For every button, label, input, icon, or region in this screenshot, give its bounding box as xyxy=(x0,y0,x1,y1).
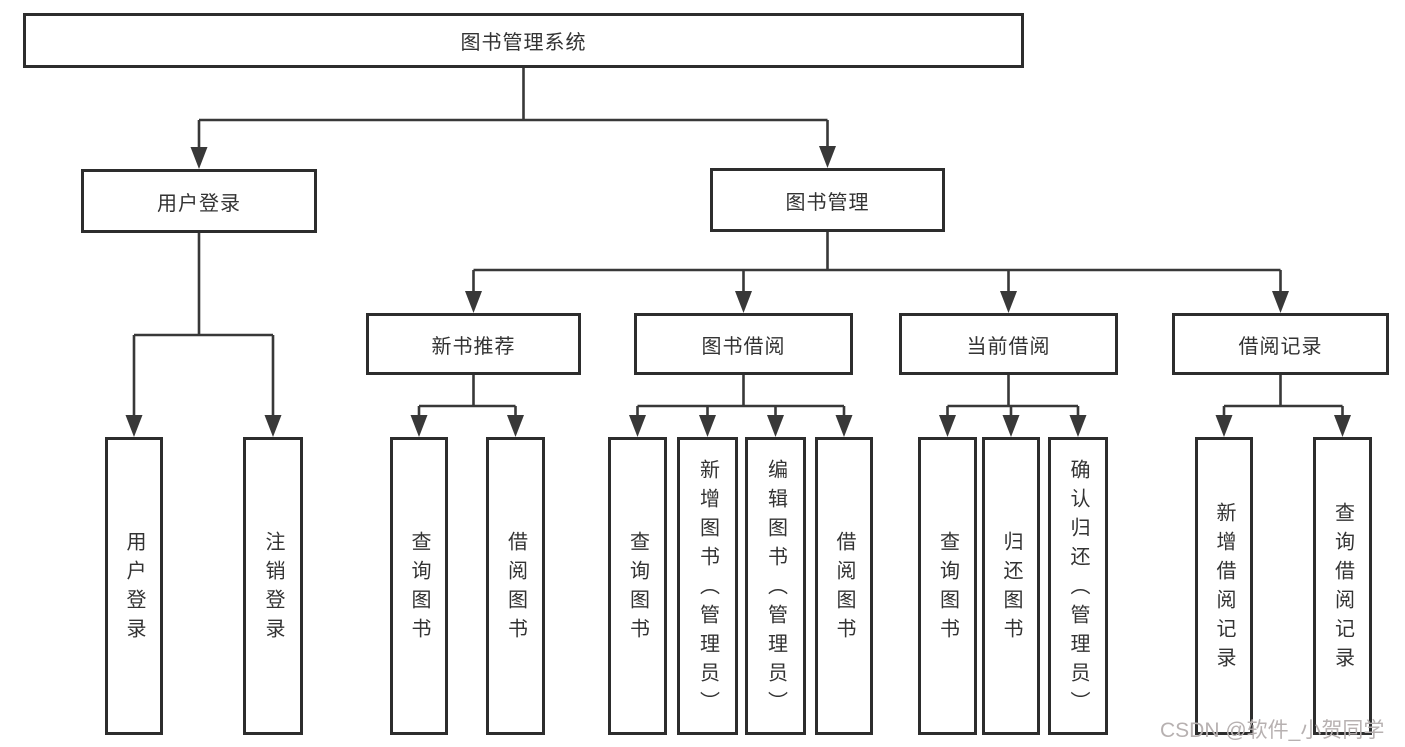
node-new-book-recommend: 新书推荐 xyxy=(366,313,581,375)
leaf-confirm-return-admin: 确认归还（管理员） xyxy=(1048,437,1108,735)
leaf-query-books: 查询图书 xyxy=(918,437,977,735)
connector-book-borrow xyxy=(629,375,853,437)
leaf-add-books-admin: 新增图书（管理员） xyxy=(677,437,738,735)
leaf-user-login: 用户登录 xyxy=(105,437,163,735)
node-book-mgmt: 图书管理 xyxy=(710,168,945,232)
leaf-query-books: 查询图书 xyxy=(390,437,448,735)
node-borrow-records: 借阅记录 xyxy=(1172,313,1389,375)
leaf-edit-books-admin: 编辑图书（管理员） xyxy=(745,437,806,735)
leaf-return-books: 归还图书 xyxy=(982,437,1040,735)
connector-borrow-records xyxy=(1215,375,1351,437)
connector-book-mgmt xyxy=(465,232,1289,313)
leaf-borrow-books: 借阅图书 xyxy=(486,437,545,735)
connector-current-borrow xyxy=(939,375,1087,437)
leaf-logout: 注销登录 xyxy=(243,437,303,735)
connector-user-login xyxy=(125,233,282,437)
leaf-add-borrow-record: 新增借阅记录 xyxy=(1195,437,1253,735)
node-root: 图书管理系统 xyxy=(23,13,1024,68)
leaf-query-borrow-record: 查询借阅记录 xyxy=(1313,437,1372,735)
leaf-query-books: 查询图书 xyxy=(608,437,667,735)
connector-root-to-level2 xyxy=(190,68,836,169)
node-user-login: 用户登录 xyxy=(81,169,317,233)
leaf-borrow-books: 借阅图书 xyxy=(815,437,873,735)
csdn-watermark: CSDN @软件_小贺同学 xyxy=(1160,719,1385,742)
node-current-borrow: 当前借阅 xyxy=(899,313,1118,375)
node-book-borrow: 图书借阅 xyxy=(634,313,853,375)
connector-new-book xyxy=(410,375,524,437)
